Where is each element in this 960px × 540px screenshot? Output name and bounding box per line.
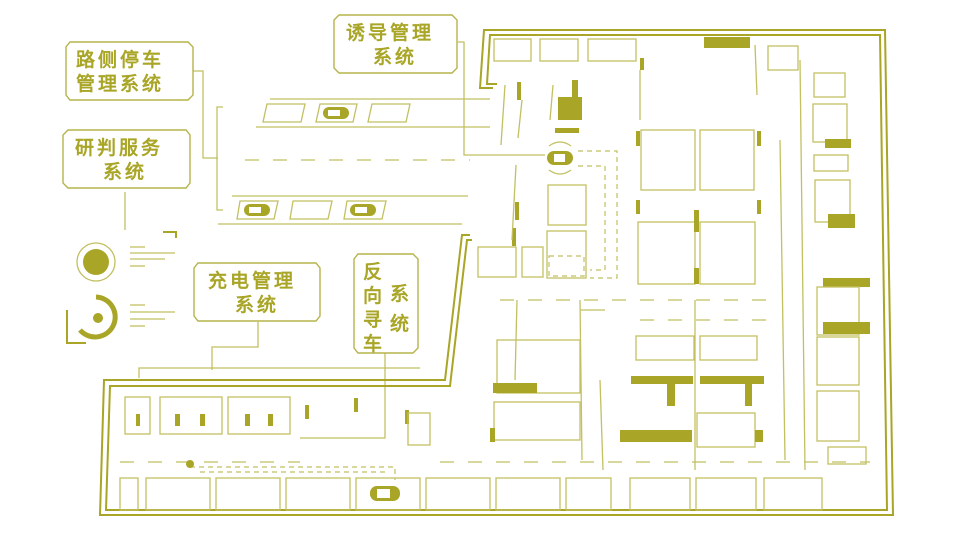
car-icon xyxy=(244,204,270,216)
label-text: 路侧停车 xyxy=(76,48,164,71)
label-text: 充电管理 xyxy=(208,269,296,292)
label-charging: 充电管理 系统 xyxy=(193,262,321,322)
guidance-route xyxy=(190,150,618,480)
label-text: 统 xyxy=(390,312,412,335)
label-text: 系统 xyxy=(103,160,147,183)
status-indicators xyxy=(66,231,177,344)
car-icon xyxy=(350,204,376,216)
label-text: 研判服务 xyxy=(75,136,163,159)
label-text: 车 xyxy=(363,332,385,355)
label-reverse-search: 反 向 寻 车 系 统 xyxy=(353,253,419,355)
car-icon xyxy=(370,486,400,501)
label-text: 诱导管理 xyxy=(346,21,434,44)
connector-lines xyxy=(124,41,545,439)
label-text: 系 xyxy=(390,283,412,305)
car-icon xyxy=(323,107,349,119)
label-text: 系统 xyxy=(373,45,417,68)
location-pin-icon xyxy=(186,460,194,468)
label-guidance: 诱导管理 系统 xyxy=(333,14,458,74)
label-text: 系统 xyxy=(235,293,279,316)
car-with-signal-icon xyxy=(547,141,573,175)
parking-lot xyxy=(119,37,870,511)
label-text: 向 xyxy=(363,284,385,307)
label-text: 寻 xyxy=(363,309,385,331)
label-analysis-service: 研判服务 系统 xyxy=(62,129,191,189)
road-section xyxy=(218,98,490,225)
label-text: 反 xyxy=(363,261,385,283)
label-text: 管理系统 xyxy=(76,72,164,95)
label-roadside-parking: 路侧停车 管理系统 xyxy=(65,41,194,101)
